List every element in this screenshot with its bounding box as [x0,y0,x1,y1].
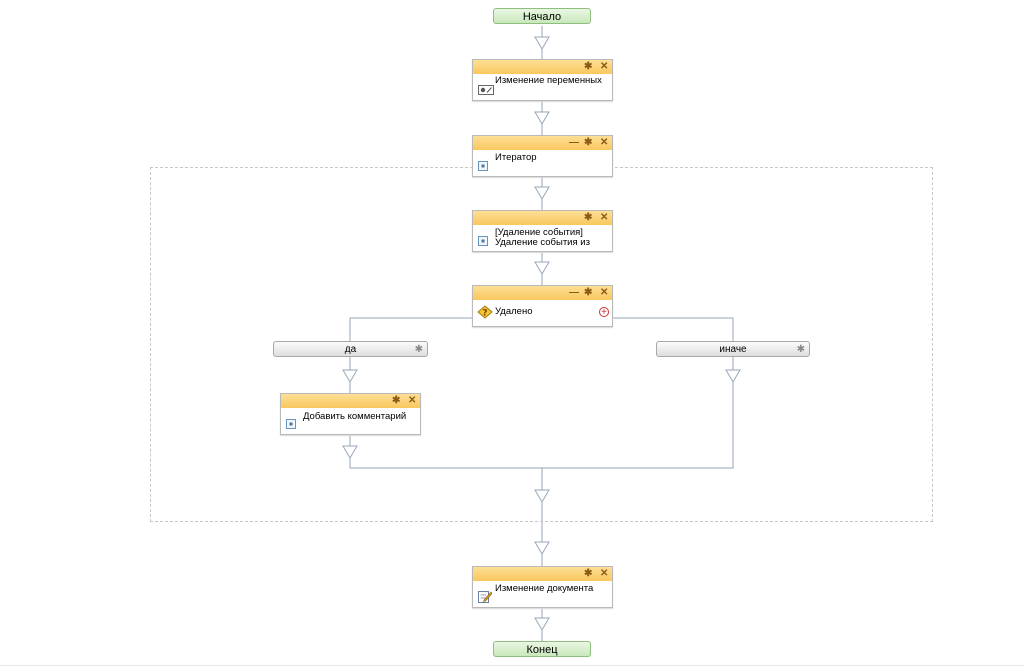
activity-title: Изменение переменных [495,75,602,86]
close-icon[interactable]: ✕ [600,137,609,148]
gear-icon[interactable]: ✱ [584,568,593,579]
activity-title: Изменение документа [495,583,594,594]
branch-yes[interactable]: да ✱ [273,341,428,357]
close-icon[interactable]: ✕ [600,61,609,72]
activity-change-variables[interactable]: ✱ ✕ Изменение переменных [472,59,613,101]
gear-icon[interactable]: ✱ [584,212,593,223]
activity-icon [478,236,488,246]
close-icon[interactable]: ✕ [600,568,609,579]
add-branch-icon[interactable]: + [599,307,609,318]
activity-change-document[interactable]: ✱ ✕ Изменение документа [472,566,613,608]
activity-icon [286,419,296,429]
activity-header [281,394,420,408]
start-label: Начало [522,11,562,23]
activity-header [473,136,612,150]
gear-icon[interactable]: ✱ [584,61,593,72]
gear-icon[interactable]: ✱ [796,344,805,355]
gear-icon[interactable]: ✱ [392,395,401,406]
branch-else[interactable]: иначе ✱ [656,341,810,357]
edit-document-icon [478,591,492,603]
activity-title: Удалено [495,306,533,317]
activity-add-comment[interactable]: ✱ ✕ Добавить комментарий [280,393,421,435]
condition-deleted[interactable]: — ✱ ✕ ? Удалено + [472,285,613,327]
activity-title: Итератор [495,152,537,163]
gear-icon[interactable]: ✱ [584,287,593,298]
activity-header [473,286,612,300]
variables-icon [478,85,494,95]
end-node[interactable]: Конец [493,641,591,657]
activity-header [473,567,612,581]
minimize-icon[interactable]: — [569,287,579,298]
end-label: Конец [526,644,558,656]
close-icon[interactable]: ✕ [600,287,609,298]
branch-label: иначе [719,344,747,355]
close-icon[interactable]: ✕ [408,395,417,406]
activity-icon [478,161,488,171]
minimize-icon[interactable]: — [569,137,579,148]
activity-delete-event[interactable]: ✱ ✕ [Удаление события] Удаление события … [472,210,613,252]
activity-iterator[interactable]: — ✱ ✕ Итератор [472,135,613,177]
activity-title: [Удаление события] Удаление события из [495,227,590,248]
start-node[interactable]: Начало [493,8,591,24]
condition-icon: ? [477,305,493,319]
close-icon[interactable]: ✕ [600,212,609,223]
activity-header [473,211,612,225]
svg-text:?: ? [482,309,487,319]
activity-title: Добавить комментарий [303,411,407,422]
gear-icon[interactable]: ✱ [414,344,423,355]
gear-icon[interactable]: ✱ [584,137,593,148]
branch-label: да [344,344,357,355]
activity-header [473,60,612,74]
bottom-divider [0,665,1024,666]
